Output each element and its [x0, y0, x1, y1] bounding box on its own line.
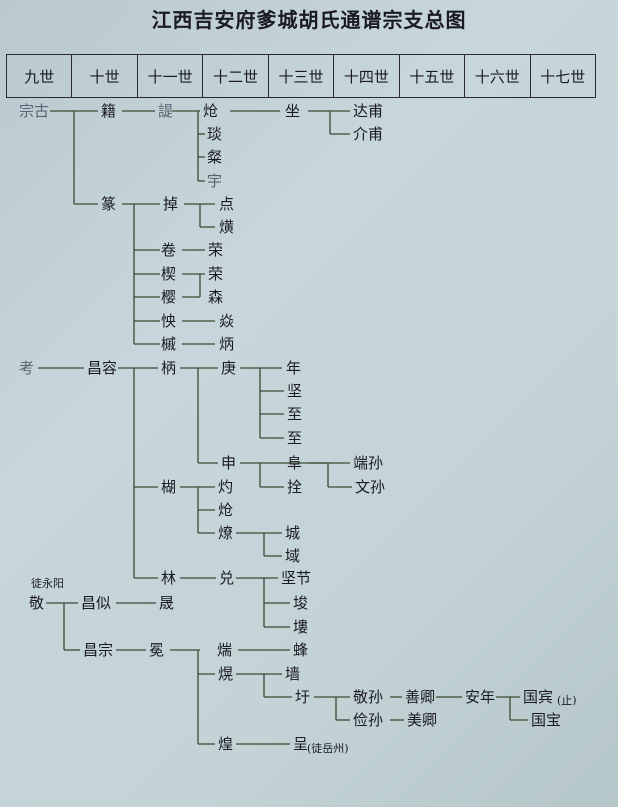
- node-ying: 樱: [161, 288, 177, 306]
- gen-13: 十三世: [269, 55, 335, 97]
- gen-9: 九世: [7, 55, 73, 97]
- node-jiansun: 俭孙: [353, 711, 384, 729]
- node-sou: 埈: [293, 594, 309, 612]
- node-gu-note: (徒岳州): [307, 742, 349, 755]
- node-cang2: 炝: [218, 501, 234, 519]
- node-kao: 考: [19, 359, 35, 377]
- node-changrong: 昌容: [87, 359, 118, 377]
- node-zhuo: 掉: [163, 195, 179, 213]
- node-guobin: 国宾: [523, 688, 554, 706]
- node-rong2: 荣: [208, 265, 224, 283]
- node-yu: 宇: [207, 172, 223, 190]
- node-zonggu: 宗古: [19, 102, 50, 120]
- node-jian: 坚: [287, 382, 303, 400]
- node-ji: 籍: [101, 102, 117, 120]
- node-zhi: 至: [287, 405, 303, 423]
- node-qiang: 墙: [285, 665, 301, 683]
- node-geng: 庚: [221, 359, 237, 377]
- node-changzong: 昌宗: [83, 641, 114, 659]
- node-guobin-note: (止): [557, 694, 577, 707]
- node-mu: 敬: [29, 594, 45, 612]
- node-jiefu: 介甫: [353, 125, 384, 143]
- node-duan: 煓: [217, 641, 233, 659]
- node-duansun: 端孙: [353, 454, 384, 472]
- node-sou2: 塿: [293, 618, 309, 636]
- gen-10: 十世: [72, 55, 138, 97]
- node-guobao: 国宝: [531, 711, 562, 729]
- gen-17: 十七世: [540, 67, 586, 86]
- node-bing2: 柄: [161, 359, 177, 377]
- node-zuo: 坐: [285, 102, 301, 120]
- page-title: 江西吉安府爹城胡氏通谱宗支总图: [151, 8, 467, 32]
- node-wensun: 文孙: [355, 478, 386, 496]
- node-shen: 申: [221, 454, 237, 472]
- node-nian: 年: [286, 359, 302, 377]
- node-sen: 森: [208, 288, 224, 306]
- node-zhuo2: 阜: [287, 454, 303, 472]
- node-meiqing: 美卿: [407, 711, 438, 729]
- node-yi: 怏: [161, 312, 177, 330]
- node-bing: 炳: [219, 335, 235, 353]
- node-yu2: 楜: [161, 478, 177, 496]
- node-dian: 点: [219, 195, 235, 213]
- node-mei: 粲: [207, 148, 223, 166]
- node-gua: 楔: [161, 265, 177, 283]
- gen-15: 十五世: [400, 55, 466, 97]
- node-annian: 安年: [465, 688, 496, 706]
- node-jingsun: 敬孙: [353, 688, 384, 706]
- node-zhu: 篆: [101, 195, 117, 213]
- node-huang3: 煌: [218, 735, 234, 753]
- node-rong: 荣: [208, 241, 224, 259]
- node-juan: 卷: [161, 241, 177, 259]
- node-shao: 灼: [218, 478, 234, 496]
- node-zhi2: 至: [287, 429, 303, 447]
- node-tan: 琰: [207, 125, 223, 143]
- node-qiao: 槭: [161, 335, 177, 353]
- node-huang2: 熀: [218, 665, 234, 683]
- node-shanqing: 善卿: [405, 688, 436, 706]
- gen-16: 十六世: [465, 55, 531, 97]
- node-sheng: 晟: [159, 594, 175, 612]
- node-changsi: 昌似: [81, 594, 112, 612]
- node-shi: 諟: [158, 102, 174, 120]
- node-gong: 拴: [287, 478, 303, 496]
- node-yun: 兑: [219, 569, 235, 587]
- generation-header: 九世 十世 十一世 十二世 十三世 十四世 十五世 十六世 十七世: [6, 54, 596, 98]
- node-mi: 冕: [149, 641, 165, 659]
- node-cheng: 城: [285, 524, 301, 542]
- node-ding: 圩: [295, 688, 311, 706]
- node-lao: 燎: [218, 524, 234, 542]
- node-yu3: 域: [285, 547, 301, 565]
- note-xiyongyang: 徒永阳: [31, 577, 64, 590]
- node-jianjie: 坚节: [281, 569, 312, 587]
- node-chi: 焱: [219, 312, 235, 330]
- gen-14: 十四世: [334, 55, 400, 97]
- gen-12: 十二世: [203, 55, 269, 97]
- node-huang: 熿: [219, 218, 235, 236]
- node-gu: 呈: [293, 735, 309, 753]
- node-cang1: 炝: [203, 102, 219, 120]
- node-lin: 林: [161, 569, 177, 587]
- node-dafu: 达甫: [353, 102, 384, 120]
- node-zuo2: 蜂: [293, 641, 309, 659]
- gen-11: 十一世: [138, 55, 204, 97]
